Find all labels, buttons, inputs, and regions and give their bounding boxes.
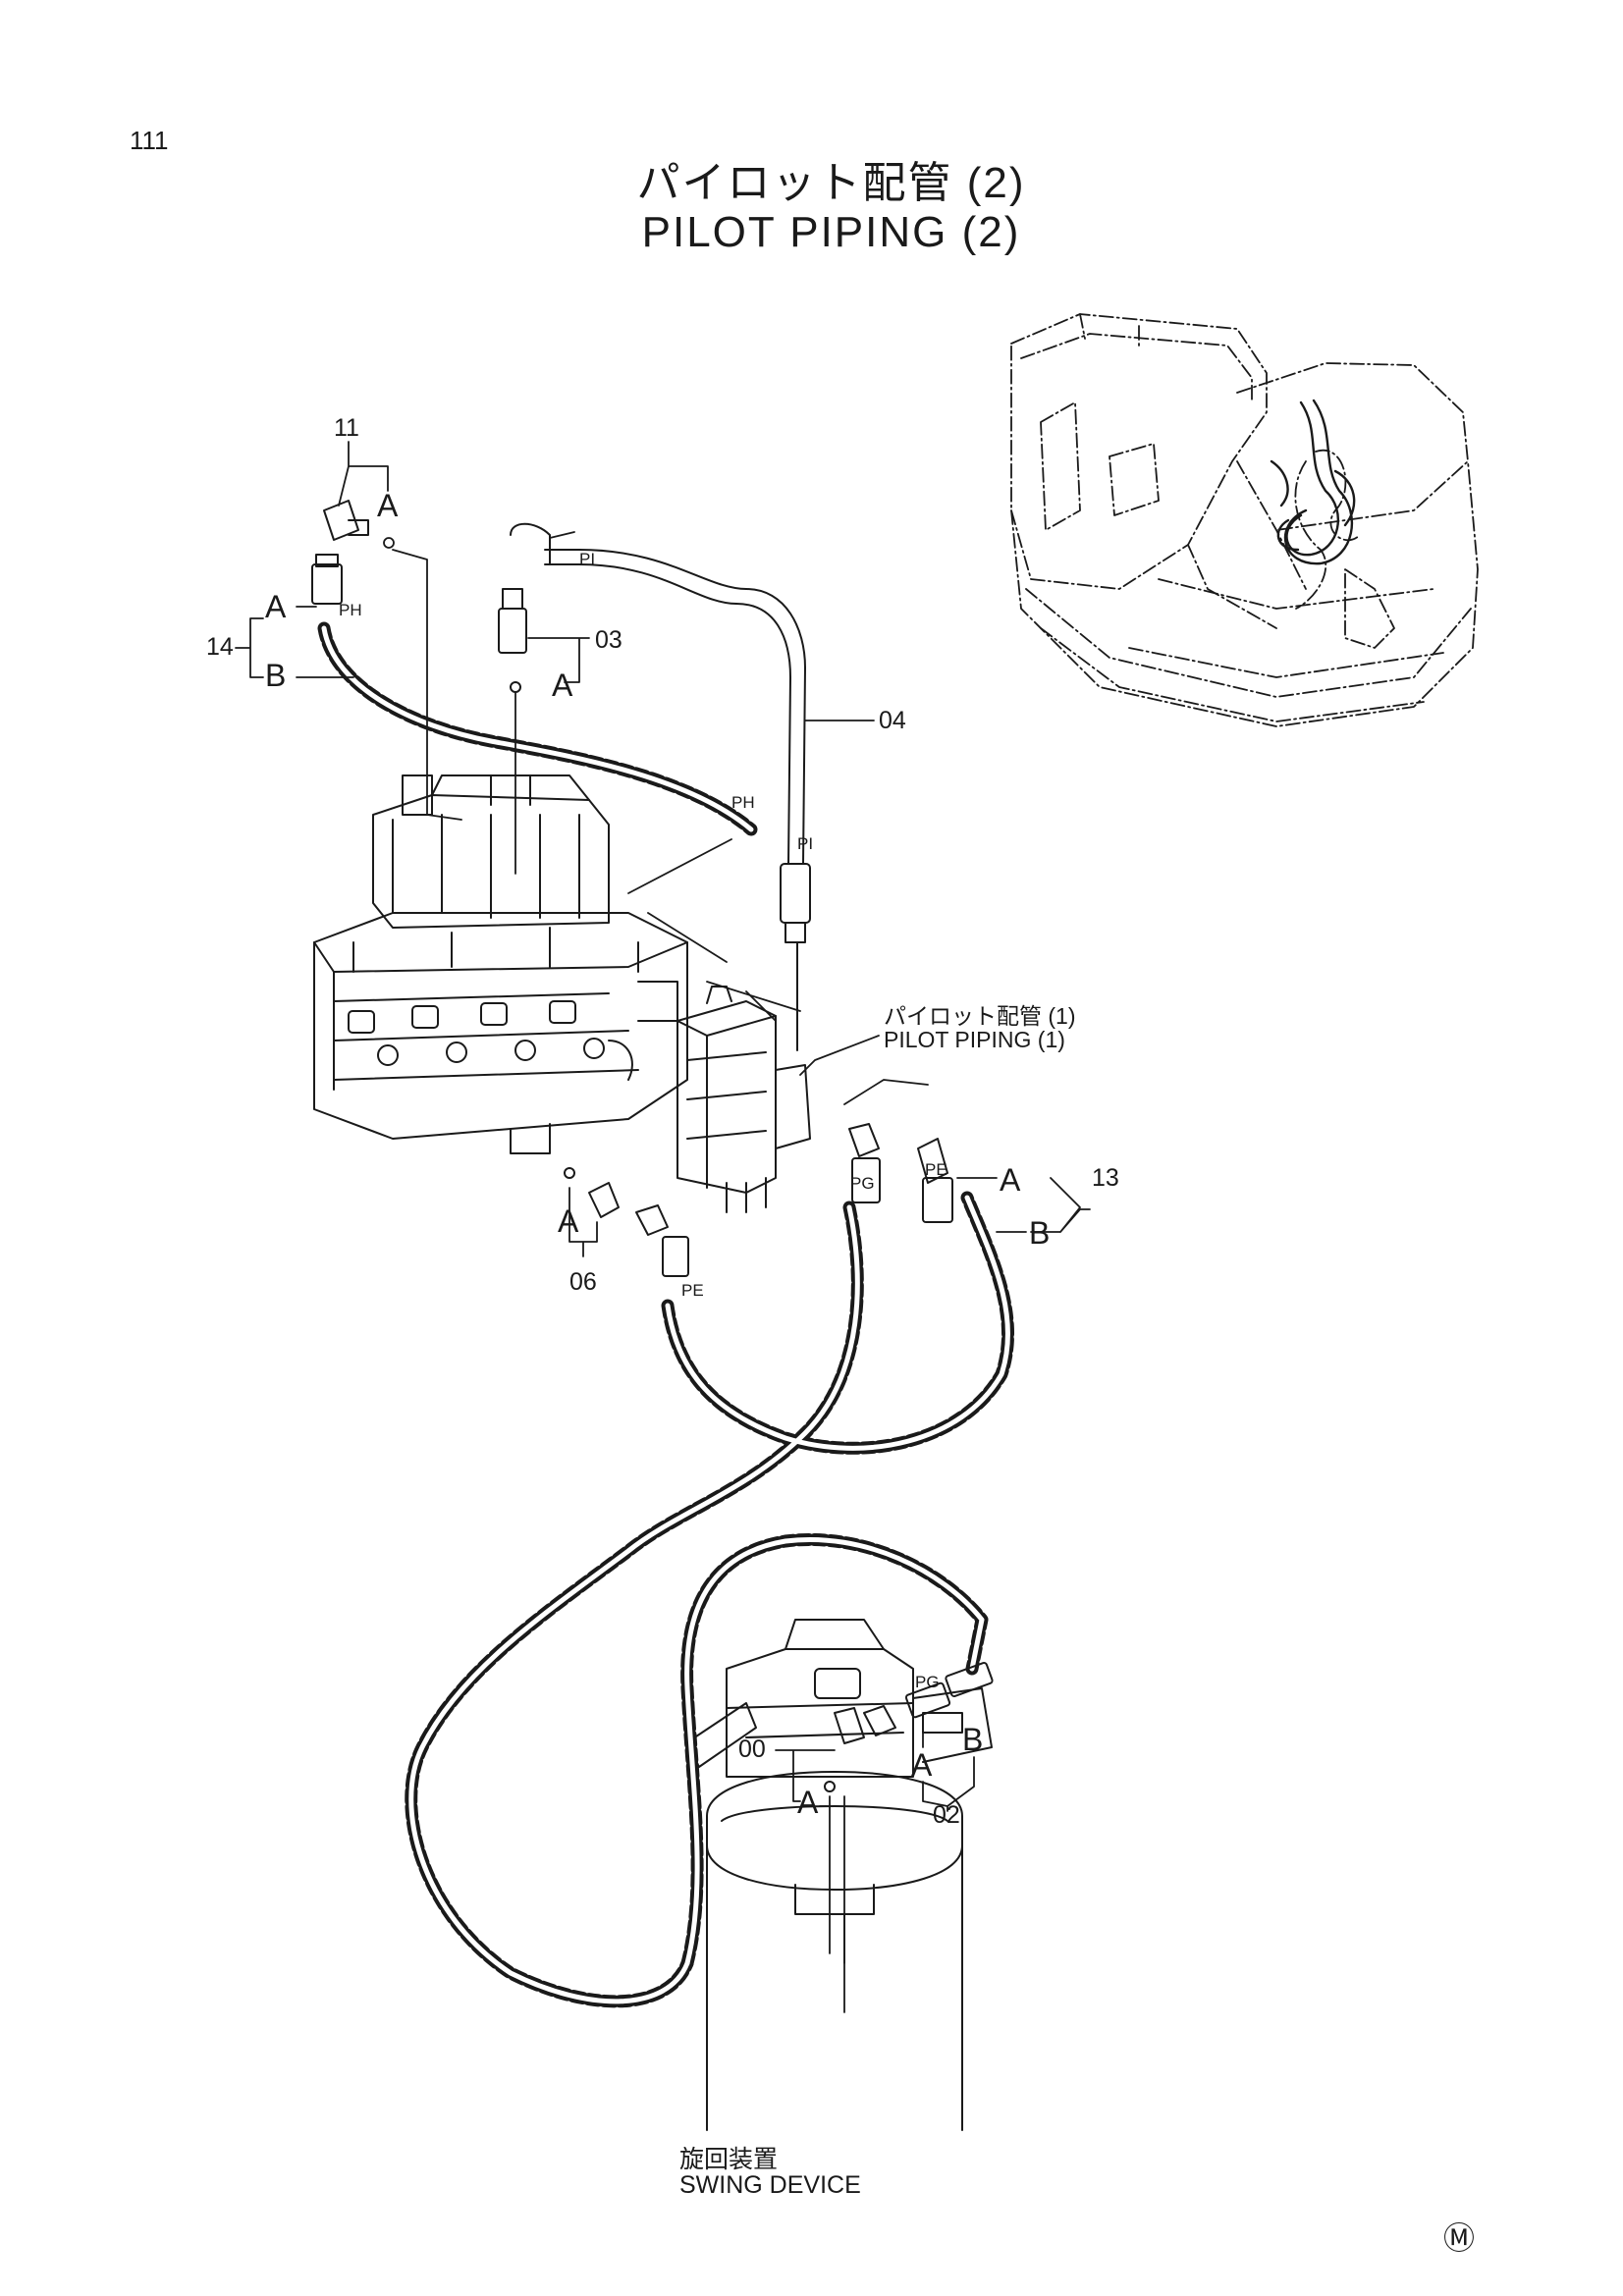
port-label-pg-swing: PG xyxy=(915,1673,940,1691)
callout-14: 14 xyxy=(206,633,234,661)
callout-00: 00 xyxy=(738,1735,766,1763)
port-label-pi-lower: PI xyxy=(797,834,814,853)
marker-b-14: B xyxy=(265,658,287,693)
port-label-pe-valve: PE xyxy=(925,1160,947,1179)
callout-04: 04 xyxy=(879,707,906,734)
pilot-valve-block xyxy=(676,986,811,1213)
page-title-english: PILOT PIPING (2) xyxy=(641,208,1021,256)
port-label-pg-valve: PG xyxy=(850,1174,875,1193)
port-label-pi-upper: PI xyxy=(579,550,596,568)
callout-11: 11 xyxy=(334,414,359,442)
callout-03: 03 xyxy=(595,626,622,654)
page-title-japanese: パイロット配管 (2) xyxy=(636,159,1026,207)
port-label-ph-upper: PH xyxy=(339,601,362,619)
marker-a-00: A xyxy=(797,1785,819,1820)
reference-pilot-piping-1-japanese: パイロット配管 (1) xyxy=(884,1003,1076,1029)
callout-lines xyxy=(235,441,1091,2013)
marker-b-02: B xyxy=(962,1722,984,1757)
fitting-00-02 xyxy=(824,1661,994,1792)
excavator-overview-sketch xyxy=(1010,313,1479,727)
fitting-11 xyxy=(323,500,369,541)
fitting-03 xyxy=(498,522,551,693)
m-mark: Ⓜ xyxy=(1443,2220,1476,2256)
fitting-06 xyxy=(564,1167,689,1277)
callout-02: 02 xyxy=(933,1801,960,1829)
marker-a-14: A xyxy=(265,589,287,624)
marker-a-06: A xyxy=(558,1203,579,1239)
swing-device-label-japanese: 旋回装置 xyxy=(679,2146,779,2173)
marker-b-13: B xyxy=(1029,1215,1051,1251)
marker-a-03: A xyxy=(552,667,573,703)
page-number: 111 xyxy=(130,126,169,155)
port-label-ph-lower: PH xyxy=(731,793,755,812)
marker-a-11: A xyxy=(377,488,399,523)
marker-a-13: A xyxy=(1000,1162,1021,1198)
fitting-13 xyxy=(848,1123,953,1223)
pilot-hoses xyxy=(317,621,1015,2008)
pilot-hoses-core xyxy=(321,625,1011,2004)
port-label-pe-hose: PE xyxy=(681,1281,704,1300)
fitting-14-end xyxy=(311,554,343,605)
marker-a-02: A xyxy=(911,1747,933,1783)
control-valve-assembly xyxy=(313,774,688,1154)
swing-device-label-english: SWING DEVICE xyxy=(679,2171,861,2199)
callout-06: 06 xyxy=(569,1268,597,1296)
reference-pilot-piping-1-english: PILOT PIPING (1) xyxy=(884,1027,1065,1052)
swing-device-body xyxy=(686,1619,993,2131)
excavator-highlighted-piping xyxy=(1270,399,1356,565)
steel-pipe-04 xyxy=(544,549,811,1051)
callout-13: 13 xyxy=(1092,1164,1119,1192)
